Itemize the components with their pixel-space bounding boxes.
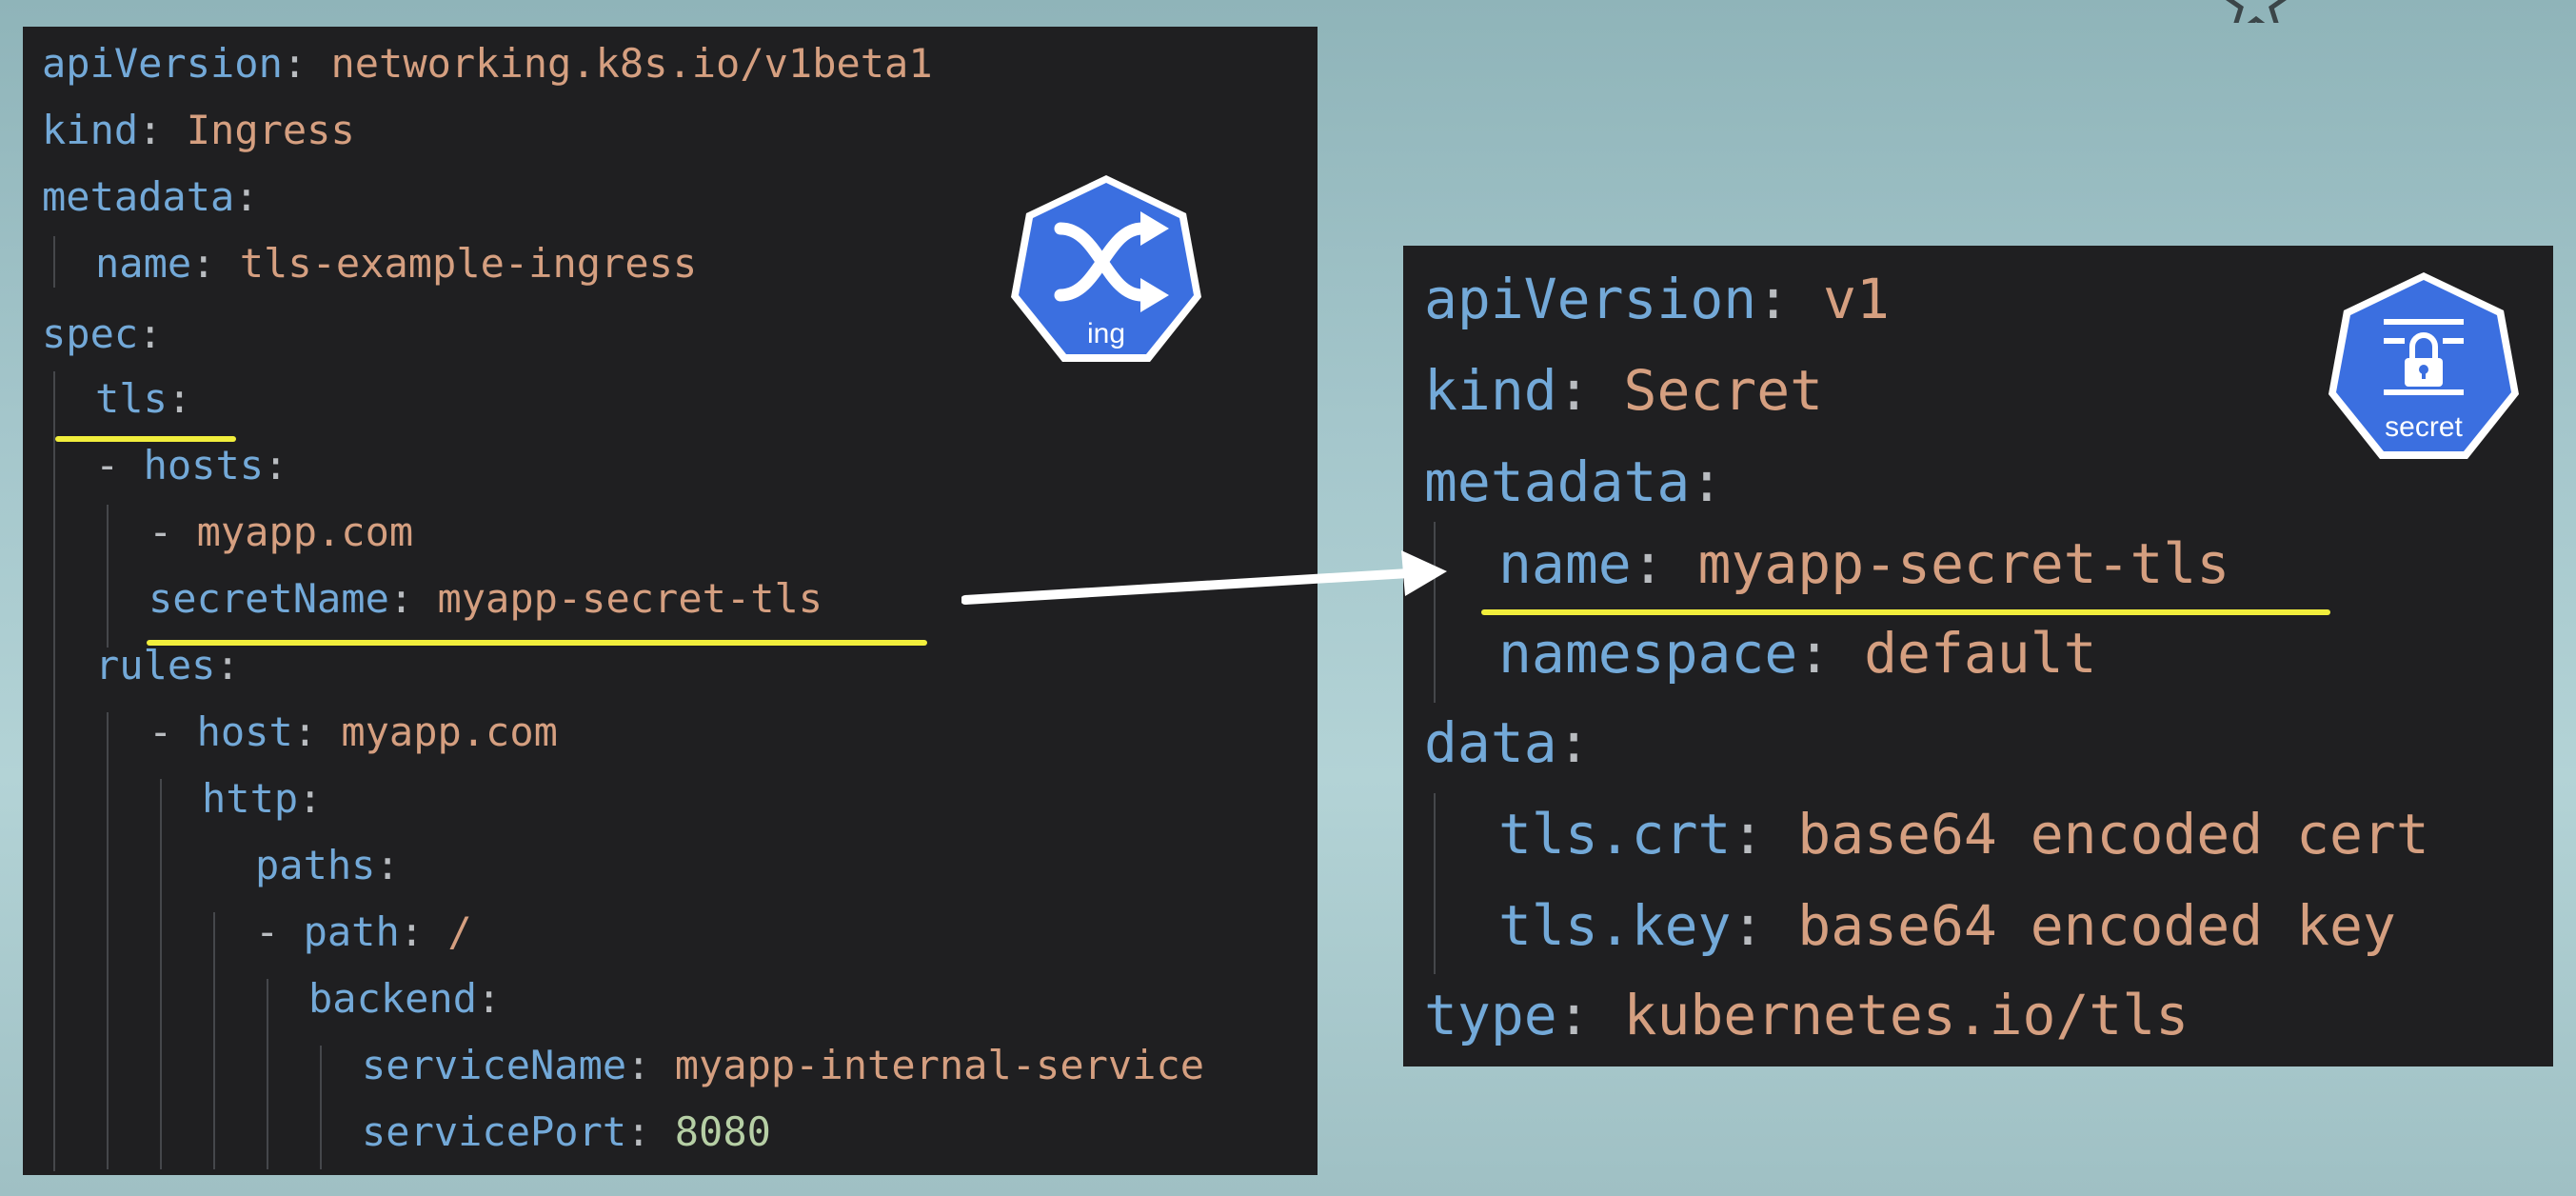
yaml-line-kind: kind: Secret [1424,358,1824,423]
ingress-yaml-panel: apiVersion: networking.k8s.io/v1beta1 ki… [23,27,1318,1175]
yaml-line-metadata: metadata: [42,173,259,220]
ingress-shuffle-icon: ing [1011,175,1201,362]
yaml-line-name: name: myapp-secret-tls [1498,531,2230,596]
secretname-highlight-underline [147,640,927,646]
indent-guide [267,979,268,1169]
yaml-line-secretname: secretName: myapp-secret-tls [149,575,823,622]
indent-guide [53,371,55,1171]
yaml-line-metadata: metadata: [1424,449,1724,514]
yaml-line-host: - host: myapp.com [149,708,558,755]
secret-lock-icon: secret [2328,272,2519,459]
yaml-line-path: - path: / [255,908,472,955]
yaml-line-backend: backend: [308,975,502,1022]
yaml-line-name: name: tls-example-ingress [95,240,698,287]
yaml-line-paths: paths: [255,842,400,888]
yaml-line-rules: rules: [95,642,240,688]
indent-guide [107,712,109,1169]
yaml-line-apiversion: apiVersion: v1 [1424,267,1890,331]
yaml-line-tls: tls: [95,375,192,422]
indent-guide [1434,522,1436,703]
yaml-line-servicename: serviceName: myapp-internal-service [362,1042,1205,1088]
name-highlight-underline [1481,609,2330,615]
arrow-icon [961,550,1447,605]
yaml-line-tls-crt: tls.crt: base64 encoded cert [1498,802,2429,867]
yaml-line-namespace: namespace: default [1498,621,2097,686]
indent-guide [320,1046,322,1169]
yaml-line-tls-key: tls.key: base64 encoded key [1498,893,2396,958]
tls-highlight-underline [55,436,236,442]
yaml-line-host-item: - myapp.com [149,508,414,555]
yaml-line-apiversion: apiVersion: networking.k8s.io/v1beta1 [42,40,933,87]
yaml-line-kind: kind: Ingress [42,107,355,153]
indent-guide [213,912,215,1169]
indent-guide [160,779,162,1169]
indent-guide [107,505,109,648]
secret-badge-label: secret [2385,411,2463,443]
yaml-line-spec: spec: [42,310,163,357]
secret-yaml-panel: apiVersion: v1 kind: Secret metadata: na… [1403,246,2553,1066]
indent-guide [53,236,55,288]
indent-guide [1434,793,1436,974]
yaml-line-type: type: kubernetes.io/tls [1424,983,2190,1047]
ingress-badge-label: ing [1087,318,1125,349]
yaml-line-http: http: [202,775,323,822]
yaml-line-hosts: - hosts: [95,442,288,488]
yaml-line-data: data: [1424,710,1591,775]
yaml-line-serviceport: servicePort: 8080 [362,1108,771,1155]
star-icon [2226,0,2287,23]
